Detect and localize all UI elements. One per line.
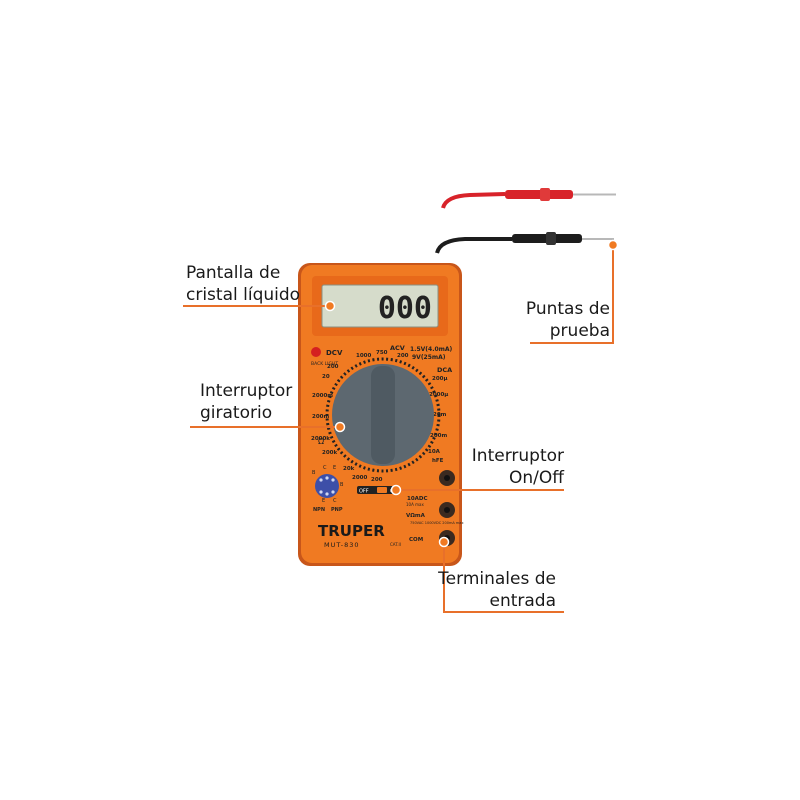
dial-range-label: 2000m — [312, 393, 333, 399]
transistor-pin-label: E — [322, 498, 325, 504]
callout-terminals-line2: entrada — [489, 591, 556, 611]
dial-range-label: 200 — [371, 477, 383, 483]
callout-rotary-line1: Interruptor — [200, 381, 293, 401]
npn-label: NPN — [313, 507, 325, 513]
dial-tick-ring — [325, 357, 441, 473]
lcd-readout: 000 — [378, 291, 432, 326]
leader-lcd-dot — [324, 300, 336, 312]
dial-range-label: 20 — [322, 374, 330, 380]
callout-lcd: Pantalla de cristal líquido — [186, 262, 300, 306]
input-jacks — [439, 470, 455, 546]
backlight-label: BACK LIGHT — [311, 361, 338, 367]
leader-terminals — [443, 542, 564, 613]
dial-range-label: 1000 — [356, 353, 371, 359]
callout-terminals-line1: Terminales de — [438, 569, 556, 589]
black-probe-guard — [546, 232, 556, 245]
dial-range-label: 200k — [322, 450, 337, 456]
ohm-label: Ω — [318, 437, 324, 446]
callout-probes-line1: Puntas de — [525, 299, 610, 319]
callout-lcd-line2: cristal líquido — [186, 285, 301, 305]
dial-range-label: 200μ — [432, 376, 448, 382]
multimeter-body: 000 BACK LIGHT DCV ACV 1.5V(4.0mA) 9V(25… — [298, 263, 464, 566]
dial-range-label: 2000μ — [429, 392, 448, 398]
volt-note: 750VAC 1000VDC 200mA max — [410, 521, 464, 525]
dial-range-label: 200m — [312, 414, 329, 420]
hfe-socket-holes — [319, 476, 335, 496]
leader-onoff-dot — [390, 484, 402, 496]
callout-onoff: Interruptor On/Off — [460, 445, 564, 489]
pnp-label: PNP — [331, 507, 343, 513]
dial-range-label: 200 — [327, 364, 339, 370]
jack-10a-label: 10ADC — [407, 496, 428, 502]
acv-label: ACV — [390, 344, 405, 352]
dial-range-label: 750 — [376, 350, 388, 356]
transistor-pin-label: B — [340, 482, 344, 488]
leader-probes-dot — [607, 239, 619, 251]
brand-logo: TRUPER — [318, 522, 385, 540]
jack-com-label: COM — [409, 537, 423, 543]
dial-range-label: 20k — [343, 466, 355, 472]
dial-range-label: 10A — [428, 449, 441, 455]
transistor-pin-label: C — [323, 465, 327, 471]
power-switch-knob[interactable] — [377, 487, 387, 493]
dial-range-label: 200 — [397, 353, 409, 359]
callout-probes: Puntas de prueba — [480, 298, 610, 342]
callout-probes-line2: prueba — [549, 321, 610, 341]
off-label: OFF — [359, 489, 369, 495]
callout-lcd-line1: Pantalla de — [186, 263, 281, 283]
backlight-button[interactable] — [311, 347, 321, 357]
dcv-label: DCV — [326, 349, 343, 357]
leader-rotary-dot — [334, 421, 346, 433]
dial-range-label: 200m — [430, 433, 447, 439]
jack-10a-note: 10A max — [406, 502, 424, 507]
dial-range-label: 2000 — [352, 475, 367, 481]
model-label: MUT-830 — [324, 541, 360, 549]
transistor-pin-label: E — [333, 465, 336, 471]
cat-label: CAT.II — [390, 542, 401, 547]
rotary-knob-grip — [371, 366, 395, 464]
red-probe-cable — [441, 192, 506, 209]
black-probe-cable — [435, 237, 512, 254]
callout-rotary: Interruptor giratorio — [200, 380, 292, 424]
leader-terminals-dot — [438, 536, 450, 548]
leader-probes — [530, 245, 614, 344]
callout-onoff-line2: On/Off — [509, 468, 564, 488]
red-probe-guard — [540, 188, 550, 201]
hfe-label: hFE — [432, 458, 444, 464]
dca-label: DCA — [437, 366, 452, 374]
callout-leaders — [183, 239, 619, 613]
callout-rotary-line2: giratorio — [200, 403, 273, 423]
battery-label-2: 9V(25mA) — [412, 354, 446, 361]
red-probe-handle — [505, 190, 573, 199]
dial-range-label: 2000k — [311, 436, 330, 442]
dial-range-labels: 200 20 2000m 200m 2000k 200k 20k 2000 200 1000 750… — [311, 350, 448, 483]
test-probes — [435, 188, 616, 254]
dial-range-label: 20m — [433, 412, 447, 418]
transistor-pin-label: C — [333, 498, 337, 504]
callout-onoff-line1: Interruptor — [471, 446, 564, 466]
callout-terminals: Terminales de entrada — [420, 568, 556, 612]
transistor-pin-label: B — [312, 470, 316, 476]
battery-label: 1.5V(4.0mA) — [410, 346, 453, 353]
jack-vohm-label: VΩmA — [406, 513, 426, 519]
